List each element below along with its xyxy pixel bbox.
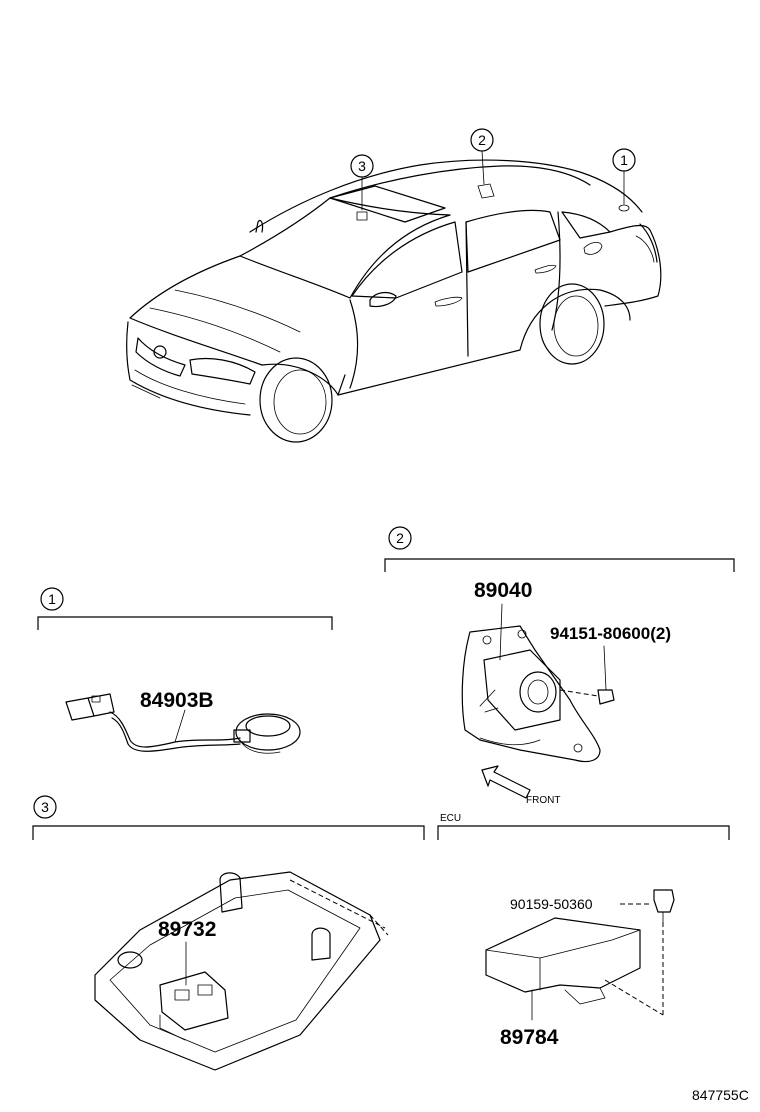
car-callout-2: 2 [470,128,494,185]
svg-text:89040: 89040 [474,579,532,602]
svg-text:89784: 89784 [500,1026,559,1049]
svg-text:FRONT: FRONT [526,795,560,806]
section-ecu: ECU 90159-50360 89784 [437,813,730,1049]
car-callout-3: 3 [350,154,374,211]
svg-text:3: 3 [358,158,366,174]
svg-text:90159-50360: 90159-50360 [510,896,593,912]
svg-text:84903B: 84903B [140,689,214,712]
svg-text:2: 2 [396,530,404,546]
svg-text:3: 3 [41,799,49,815]
svg-text:1: 1 [620,152,628,168]
car-callout-1: 1 [612,148,636,205]
svg-text:94151-80600(2): 94151-80600(2) [550,624,671,643]
svg-text:89732: 89732 [158,918,216,941]
section-3: 3 89732 [32,795,425,1071]
svg-text:2: 2 [478,132,486,148]
car-illustration [126,159,662,443]
section-2: 2 89040 94151-80600(2) FRONT [384,526,735,806]
svg-text:ECU: ECU [440,813,461,824]
section-1: 1 84903B [37,587,333,754]
diagram-code: 847755C [692,1087,749,1103]
svg-text:1: 1 [48,591,56,607]
